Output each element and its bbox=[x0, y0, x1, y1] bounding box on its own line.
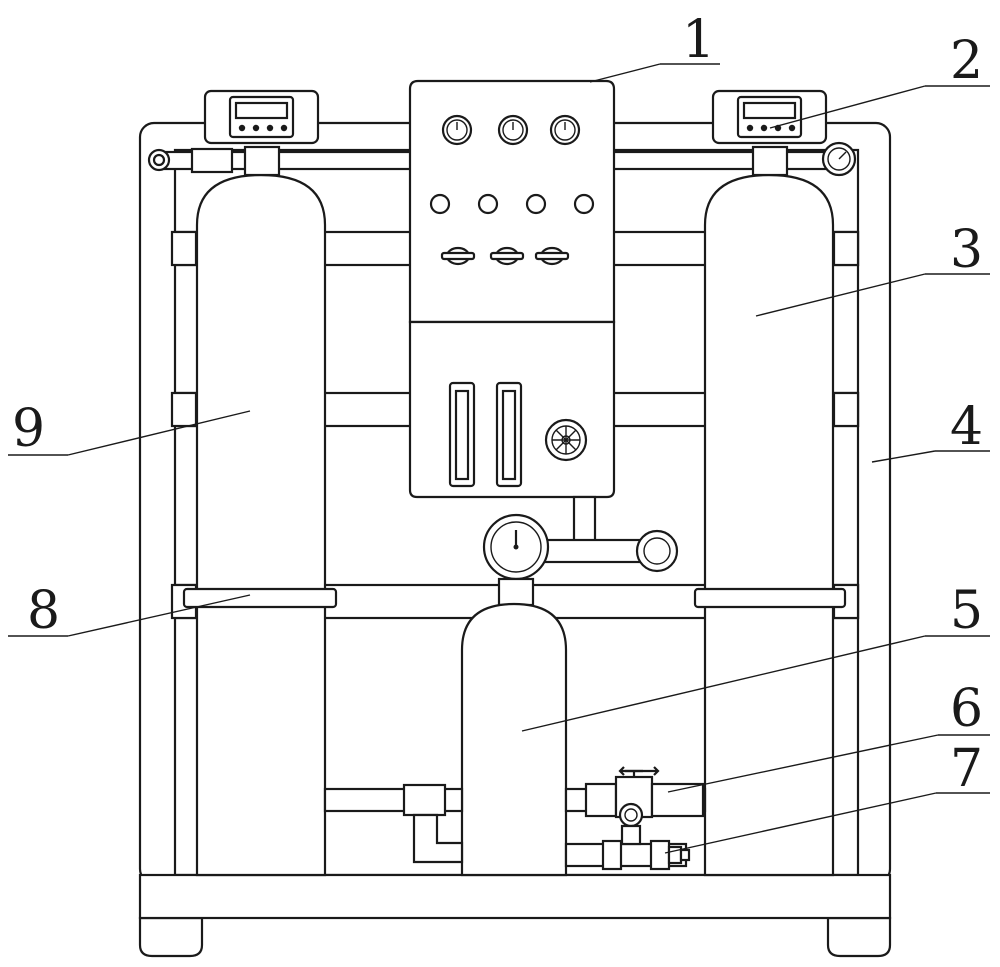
callout-labels: 1 2 3 4 5 6 7 8 9 bbox=[12, 10, 983, 799]
panel-indicator-icon bbox=[429, 193, 595, 215]
control-panel-box bbox=[408, 79, 616, 499]
callout-8: 8 bbox=[27, 581, 60, 641]
callout-3: 3 bbox=[950, 220, 983, 280]
callout-4: 4 bbox=[950, 397, 983, 457]
callout-2: 2 bbox=[950, 31, 983, 91]
panel-gauge-icon bbox=[441, 114, 581, 146]
right-filter-tank bbox=[693, 145, 847, 877]
valve-7 bbox=[601, 802, 691, 871]
flow-meter-icon bbox=[448, 381, 523, 488]
fan-icon bbox=[544, 418, 588, 462]
panel-knob-icon bbox=[440, 246, 570, 266]
center-tank bbox=[460, 602, 568, 877]
callout-9: 9 bbox=[12, 399, 45, 459]
callout-5: 5 bbox=[950, 581, 983, 641]
callout-7: 7 bbox=[950, 739, 983, 799]
valve-6 bbox=[584, 766, 705, 819]
left-filter-tank bbox=[182, 145, 338, 877]
callout-6: 6 bbox=[950, 679, 983, 739]
right-control-valve-head bbox=[711, 89, 828, 145]
center-pipe-assembly bbox=[482, 495, 679, 607]
callout-leaders bbox=[8, 63, 990, 854]
callout-1: 1 bbox=[682, 10, 715, 70]
left-control-valve-head bbox=[203, 89, 320, 145]
